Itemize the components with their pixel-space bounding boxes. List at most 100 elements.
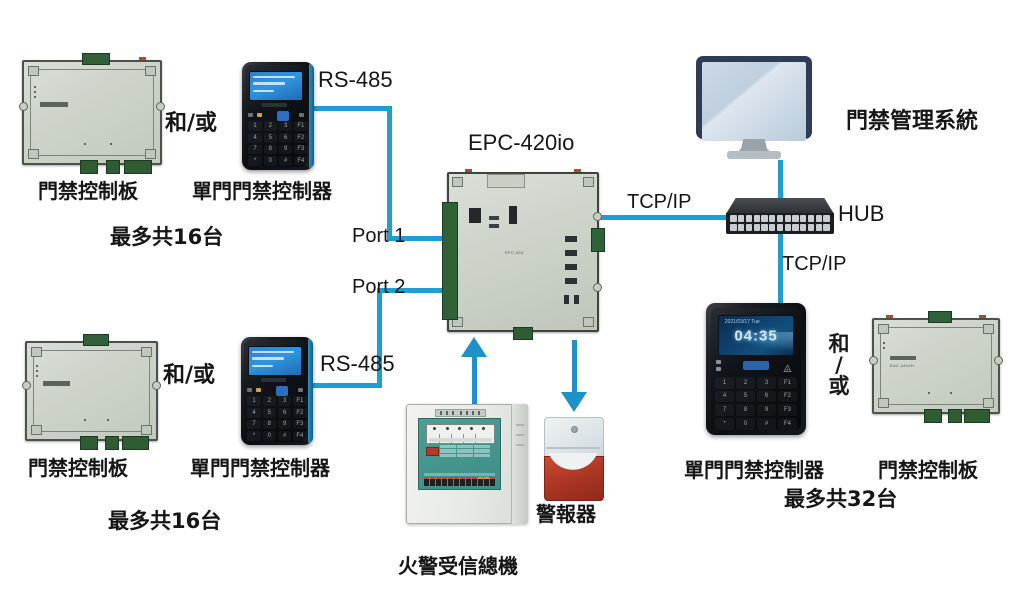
reader-right-keypad[interactable]: 1 2 3 F1 4 5 6 F2 7 8 9 F3 * 0 # F4 bbox=[715, 376, 797, 430]
key-bottom-3[interactable]: 3 bbox=[277, 396, 292, 406]
key-3[interactable]: 3 bbox=[278, 121, 293, 131]
firepanel-vent-2 bbox=[515, 434, 525, 436]
firepanel-switch-row[interactable] bbox=[424, 477, 495, 487]
single-door-controller-top[interactable]: 1 2 3 F1 4 5 6 F2 7 8 9 F3 * 0 # F4 bbox=[242, 62, 314, 170]
wire-port1-stub bbox=[387, 236, 449, 241]
management-workstation-monitor[interactable] bbox=[696, 56, 812, 162]
key-right-hash[interactable]: # bbox=[757, 418, 776, 430]
key-9[interactable]: 9 bbox=[278, 144, 293, 155]
board-bl-silkscreen-logo bbox=[43, 381, 70, 386]
reader-right-clock: 04:35 bbox=[734, 327, 778, 345]
board-bl-relay-1 bbox=[80, 436, 98, 450]
board-relay-connector-1 bbox=[80, 160, 98, 174]
key-right-5[interactable]: 5 bbox=[736, 390, 755, 403]
rs485-label-top: RS-485 bbox=[318, 67, 393, 92]
epc-screw-tl bbox=[452, 177, 463, 187]
board-right-io-connector bbox=[964, 409, 990, 423]
epc-terminal-strip-left[interactable] bbox=[442, 202, 458, 320]
reader-brand-plate bbox=[262, 103, 287, 108]
key-6[interactable]: 6 bbox=[278, 132, 293, 143]
key-right-3[interactable]: 3 bbox=[757, 376, 776, 389]
board-power-connector bbox=[82, 53, 110, 65]
key-bottom-5[interactable]: 5 bbox=[262, 407, 276, 418]
key-8[interactable]: 8 bbox=[263, 144, 277, 155]
key-f2[interactable]: F2 bbox=[294, 132, 308, 143]
key-right-7[interactable]: 7 bbox=[715, 404, 734, 416]
epc-relay-4 bbox=[565, 278, 577, 284]
key-0[interactable]: 0 bbox=[263, 156, 277, 166]
board-bl-inner-outline bbox=[32, 350, 151, 432]
access-control-board-right[interactable]: EAC-4404H bbox=[869, 311, 1003, 423]
board-right-inner-outline bbox=[879, 326, 993, 406]
key-bottom-f2[interactable]: F2 bbox=[293, 407, 307, 418]
and-or-right-line3: 或 bbox=[828, 374, 850, 398]
key-hash[interactable]: # bbox=[278, 156, 293, 166]
key-right-f1[interactable]: F1 bbox=[778, 376, 797, 389]
epc-jumper-block-1[interactable] bbox=[489, 216, 499, 220]
key-bottom-4[interactable]: 4 bbox=[247, 407, 261, 418]
key-bottom-8[interactable]: 8 bbox=[262, 419, 276, 430]
alarm-siren[interactable] bbox=[544, 417, 604, 501]
reader-bottom-lcd bbox=[248, 345, 303, 376]
access-control-board-top-left[interactable] bbox=[19, 53, 165, 174]
reader-right-led-1 bbox=[716, 359, 721, 364]
key-2[interactable]: 2 bbox=[263, 121, 277, 131]
key-right-1[interactable]: 1 bbox=[715, 376, 734, 389]
epc-420io-controller[interactable]: EPC-420 bbox=[442, 169, 605, 340]
network-hub[interactable] bbox=[726, 198, 834, 234]
board-bl-screw-tl bbox=[31, 347, 42, 357]
key-right-6[interactable]: 6 bbox=[757, 390, 776, 403]
key-5[interactable]: 5 bbox=[263, 132, 277, 143]
board-right-test-point-1 bbox=[928, 392, 930, 394]
key-bottom-2[interactable]: 2 bbox=[262, 396, 276, 406]
key-star[interactable]: * bbox=[248, 156, 262, 166]
bell-icon[interactable] bbox=[783, 364, 792, 373]
key-right-2[interactable]: 2 bbox=[736, 376, 755, 389]
max-total-32: 最多共32台 bbox=[784, 487, 898, 511]
epc-jumper-block-2[interactable] bbox=[489, 224, 499, 228]
key-right-star[interactable]: * bbox=[715, 418, 734, 430]
key-right-4[interactable]: 4 bbox=[715, 390, 734, 403]
key-f1[interactable]: F1 bbox=[294, 121, 308, 131]
key-bottom-f3[interactable]: F3 bbox=[293, 419, 307, 430]
key-right-0[interactable]: 0 bbox=[736, 418, 755, 430]
reader-keypad[interactable]: 1 2 3 F1 4 5 6 F2 7 8 9 F3 * 0 # F4 bbox=[248, 121, 308, 166]
board-right-screw-tl bbox=[878, 324, 889, 334]
key-right-f2[interactable]: F2 bbox=[778, 390, 797, 403]
key-bottom-9[interactable]: 9 bbox=[277, 419, 292, 430]
key-bottom-f4[interactable]: F4 bbox=[293, 431, 307, 441]
epc-power-connector bbox=[513, 327, 533, 340]
key-bottom-1[interactable]: 1 bbox=[247, 396, 261, 406]
key-1[interactable]: 1 bbox=[248, 121, 262, 131]
key-right-f3[interactable]: F3 bbox=[778, 404, 797, 416]
wire-port2-stub bbox=[377, 288, 449, 293]
access-control-board-bottom-left[interactable] bbox=[22, 334, 161, 450]
key-bottom-7[interactable]: 7 bbox=[247, 419, 261, 430]
epc-screw-tr bbox=[583, 177, 594, 187]
firepanel-alarm-button[interactable] bbox=[425, 447, 439, 457]
fire-alarm-control-panel[interactable] bbox=[406, 404, 528, 524]
key-f4[interactable]: F4 bbox=[294, 156, 308, 166]
key-bottom-hash[interactable]: # bbox=[277, 431, 292, 441]
epc-terminal-right[interactable] bbox=[591, 228, 605, 252]
single-door-controller-right[interactable]: 2021/03/17 Tue 04:35 1 2 3 F1 4 5 6 F2 7… bbox=[706, 303, 806, 435]
board-relay-connector-2 bbox=[106, 160, 120, 174]
single-door-controller-bottom[interactable]: 1 2 3 F1 4 5 6 F2 7 8 9 F3 * 0 # F4 bbox=[241, 337, 313, 445]
key-bottom-6[interactable]: 6 bbox=[277, 407, 292, 418]
key-right-8[interactable]: 8 bbox=[736, 404, 755, 416]
key-right-9[interactable]: 9 bbox=[757, 404, 776, 416]
key-bottom-0[interactable]: 0 bbox=[262, 431, 276, 441]
board-screw-tr bbox=[145, 66, 156, 76]
hub-ports[interactable] bbox=[730, 215, 830, 232]
key-right-f4[interactable]: F4 bbox=[778, 418, 797, 430]
key-4[interactable]: 4 bbox=[248, 132, 262, 143]
key-7[interactable]: 7 bbox=[248, 144, 262, 155]
board-mount-left bbox=[19, 102, 28, 111]
key-bottom-star[interactable]: * bbox=[247, 431, 261, 441]
reader-bottom-keypad[interactable]: 1 2 3 F1 4 5 6 F2 7 8 9 F3 * 0 # F4 bbox=[247, 396, 307, 441]
firepanel-indicator-grid bbox=[440, 445, 491, 457]
key-f3[interactable]: F3 bbox=[294, 144, 308, 155]
key-bottom-f1[interactable]: F1 bbox=[293, 396, 307, 406]
arrow-shaft-firepanel-to-epc bbox=[472, 355, 477, 409]
epc-relay-1 bbox=[565, 236, 577, 242]
